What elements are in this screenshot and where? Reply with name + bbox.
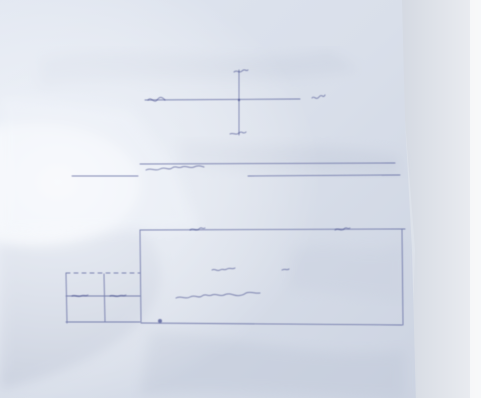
handwriting-marks xyxy=(71,69,351,299)
